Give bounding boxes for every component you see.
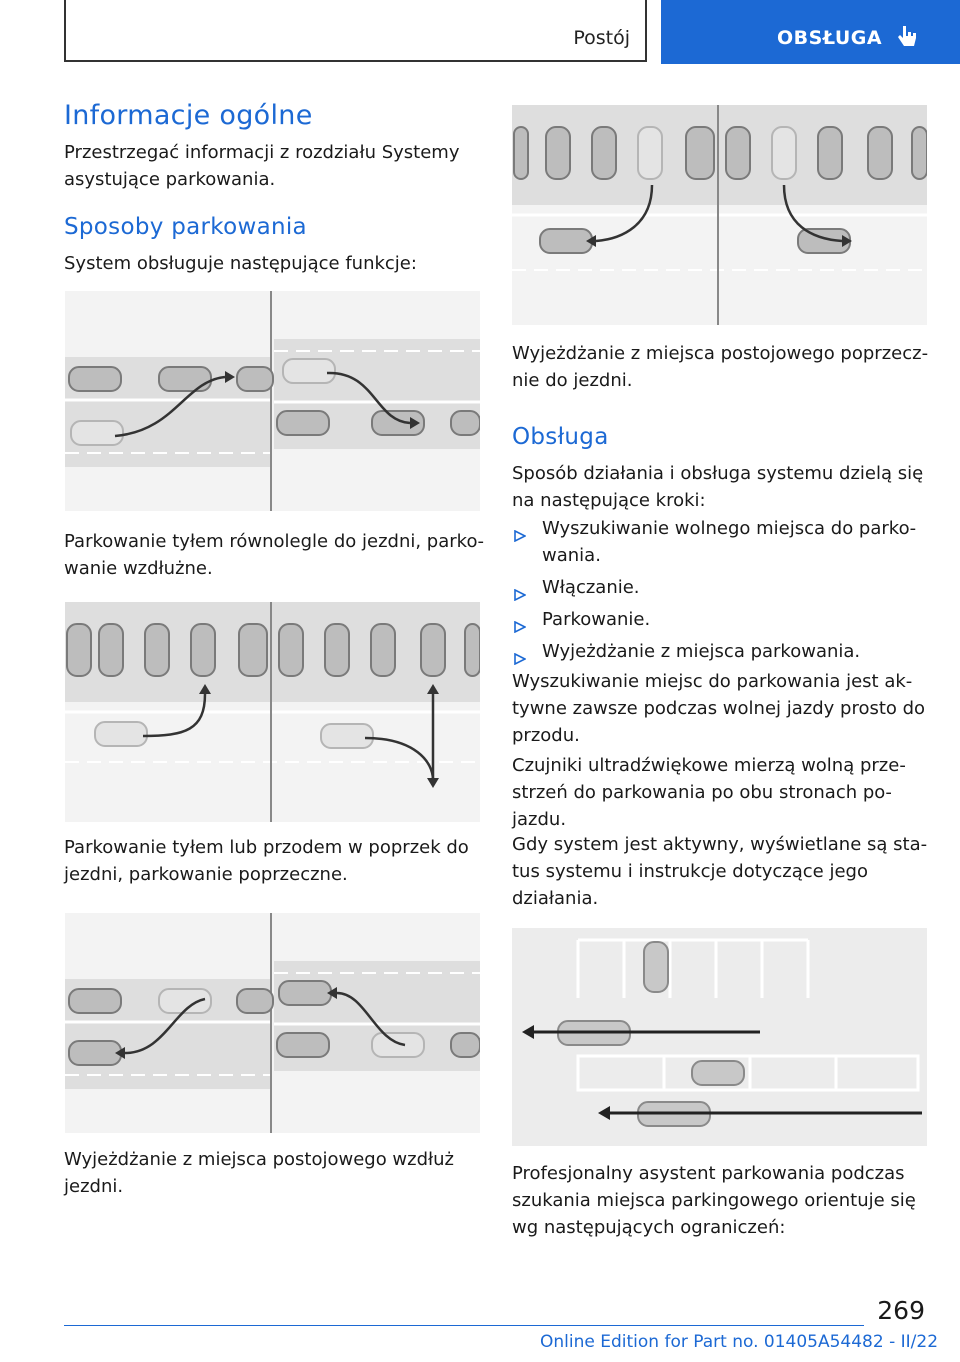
edition-text: Online Edition for Part no. 01405A54482 … [540, 1332, 939, 1352]
triangle-right-icon [514, 523, 527, 550]
figure-space-search [512, 928, 927, 1146]
search-active-text: Wyszukiwanie miejsc do parkowania jest a… [512, 671, 926, 746]
figure-parallel-parking [65, 291, 480, 511]
caption-parallel-parking: Parkowanie tyłem równolegle do jezdni, p… [64, 531, 484, 579]
caption-leaving-parallel: Wyjeżdżanie z miejsca postojowego wzdłuż… [64, 1149, 454, 1197]
chapter-tab[interactable]: OBSŁUGA [661, 0, 960, 64]
list-item: Wyszukiwanie wolnego miejsca do parko­wa… [512, 515, 932, 569]
triangle-right-icon [514, 614, 527, 641]
general-info-text: Przestrzegać informacji z rozdziału Syst… [64, 142, 460, 190]
header-frame [64, 0, 647, 62]
operation-intro: Sposób działania i obsługa systemu dziel… [512, 463, 924, 511]
step-text: Wyszukiwanie wolnego miejsca do parko­wa… [542, 518, 917, 566]
caption-perpendicular-parking: Parkowanie tyłem lub przodem w poprzek d… [64, 837, 469, 885]
step-text: Włączanie. [542, 577, 640, 598]
step-text: Parkowanie. [542, 609, 651, 630]
triangle-right-icon [514, 582, 527, 609]
status-text: Gdy system jest aktywny, wyświetlane są … [512, 834, 928, 909]
figure-perpendicular-parking [65, 602, 480, 822]
list-item: Parkowanie. [512, 606, 932, 634]
page-number: 269 [877, 1296, 925, 1325]
list-item: Wyjeżdżanie z miejsca parkowania. [512, 638, 932, 666]
sensors-text: Czujniki ultradźwiękowe mierzą wolną prz… [512, 755, 906, 830]
footer-divider [64, 1325, 864, 1326]
step-text: Wyjeżdżanie z miejsca parkowania. [542, 641, 861, 662]
triangle-right-icon [514, 646, 527, 673]
heading-general-info: Informacje ogólne [64, 100, 313, 131]
parking-modes-text: System obsługuje następujące funkcje: [64, 253, 417, 274]
caption-leaving-perpendicular: Wyjeżdżanie z miejsca postojowego poprze… [512, 343, 929, 391]
heading-parking-modes: Sposoby parkowania [64, 214, 307, 240]
operation-steps: Wyszukiwanie wolnego miejsca do parko­wa… [512, 515, 932, 670]
restrictions-intro: Profesjonalny asystent parkowania podcza… [512, 1163, 916, 1238]
section-title: Postój [573, 27, 630, 49]
list-item: Włączanie. [512, 574, 932, 602]
figure-leaving-parallel [65, 913, 480, 1133]
hand-pointer-icon [897, 24, 919, 54]
heading-operation: Obsługa [512, 424, 609, 450]
chapter-tab-label: OBSŁUGA [777, 27, 883, 49]
figure-leaving-perpendicular [512, 105, 927, 325]
